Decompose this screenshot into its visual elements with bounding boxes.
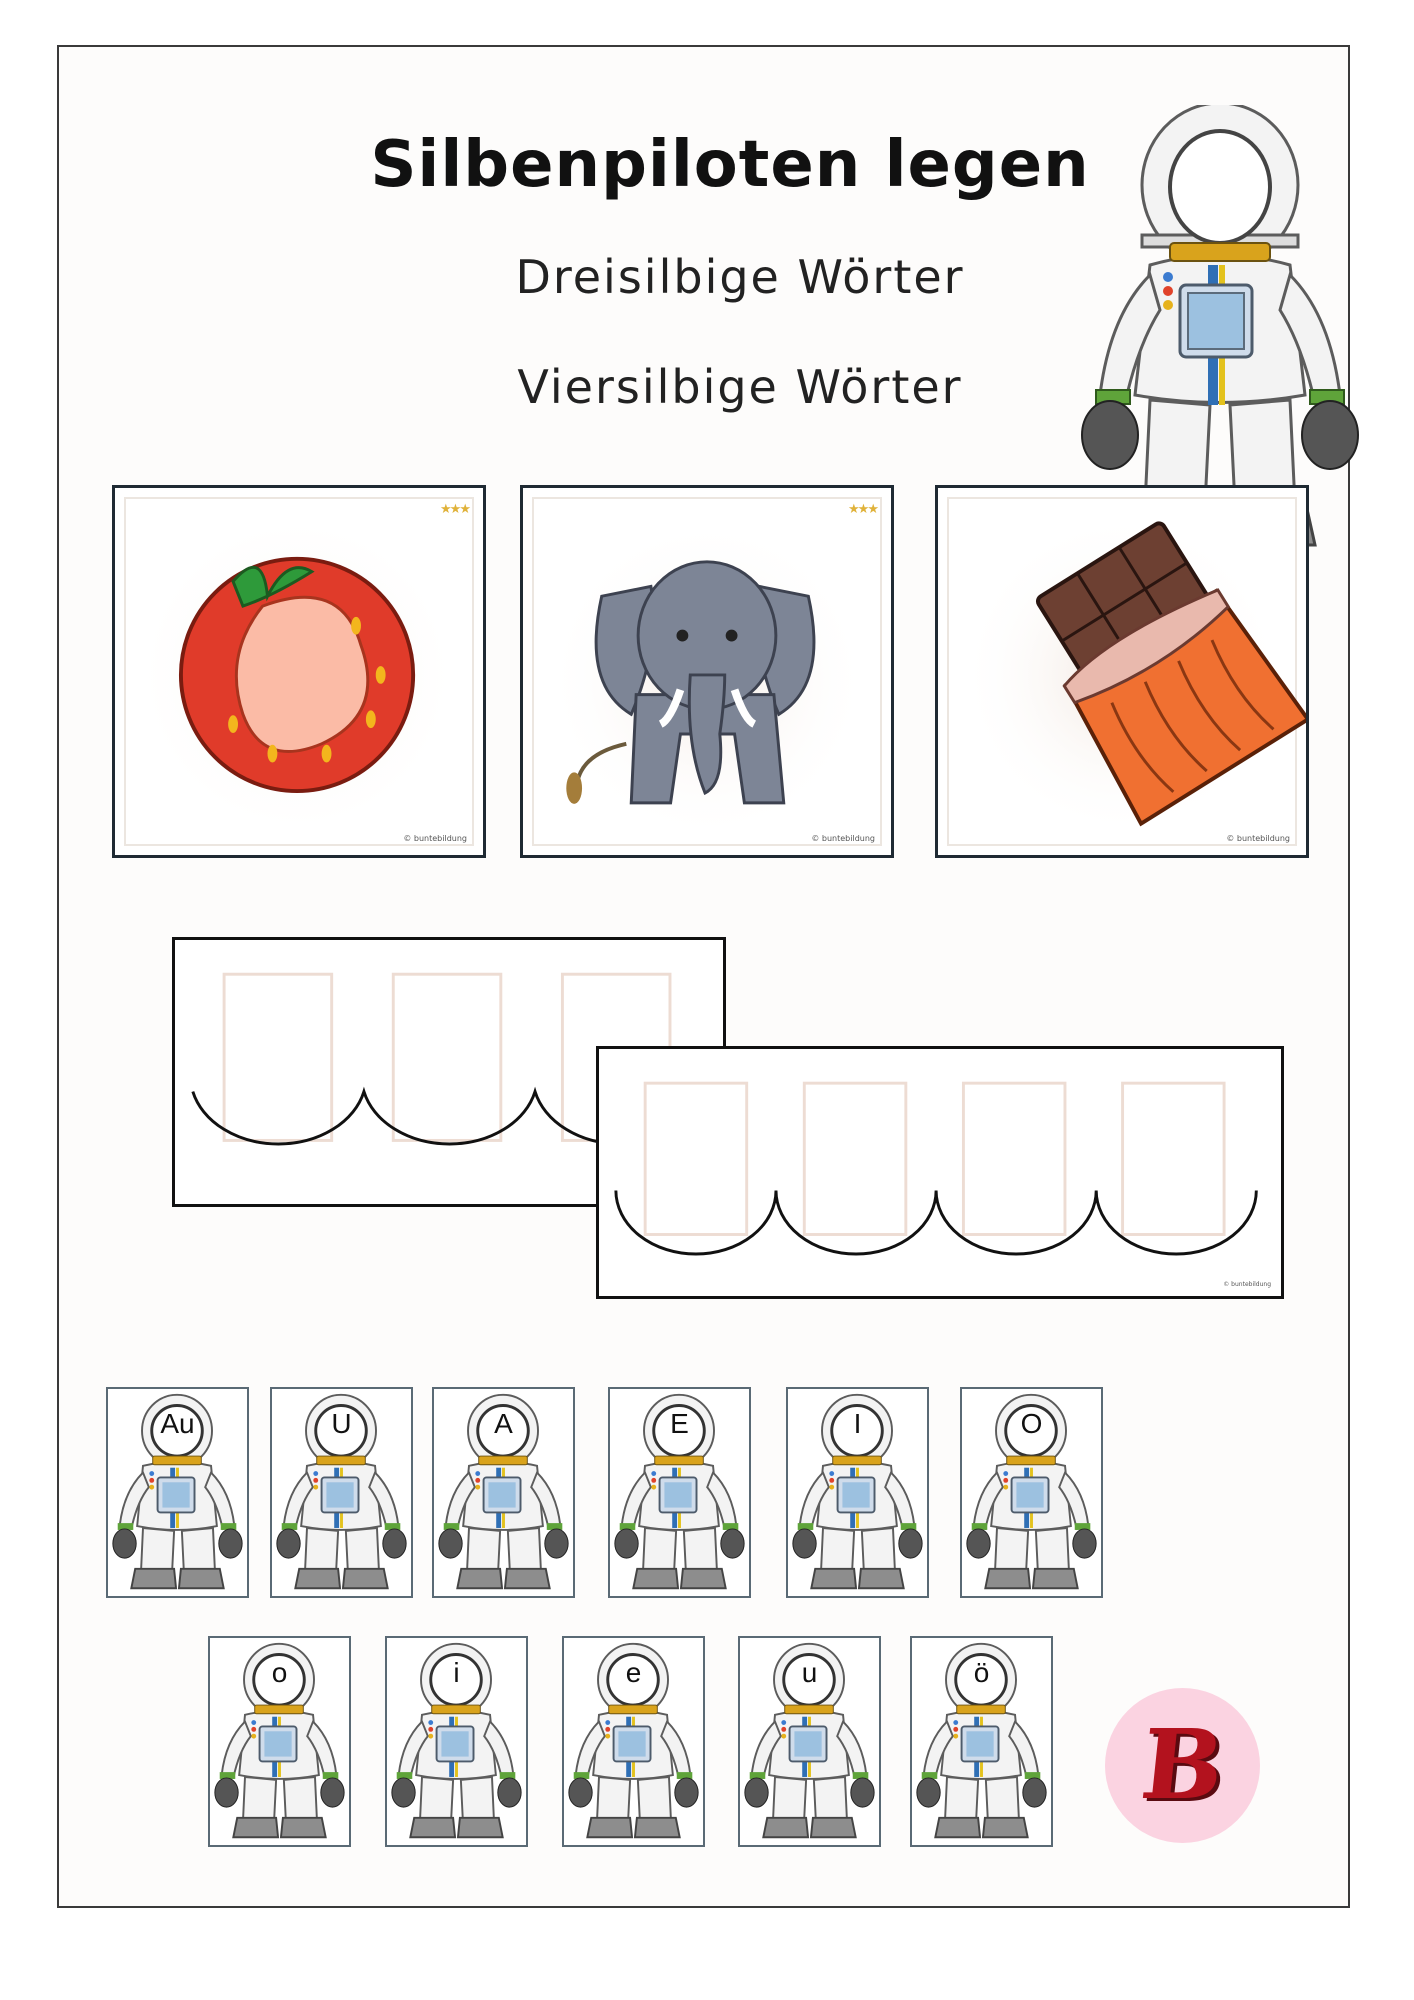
copyright-text: © buntebildung [1226, 834, 1290, 843]
syllable-pilot-card[interactable]: i [385, 1636, 528, 1847]
pilot-vowel-label: i [453, 1657, 460, 1688]
astronaut-icon [276, 1393, 407, 1590]
pilot-vowel-label: ö [973, 1657, 990, 1688]
syllable-pilot-card[interactable]: O [960, 1387, 1103, 1598]
pilot-vowel-label: I [853, 1408, 862, 1439]
astronaut-icon [214, 1642, 345, 1839]
syllable-pilot-card[interactable]: u [738, 1636, 881, 1847]
pilot-vowel-label: U [331, 1408, 352, 1439]
syllable-pilot-card[interactable]: o [208, 1636, 351, 1847]
copyright-text: © buntebildung [403, 834, 467, 843]
astronaut-icon [916, 1642, 1047, 1839]
picture-card-elephant[interactable]: ★★★ © buntebildung [520, 485, 894, 858]
pilot-vowel-label: e [625, 1657, 642, 1688]
astronaut-icon [614, 1393, 745, 1590]
syllable-pilot-card[interactable]: E [608, 1387, 751, 1598]
astronaut-illustration [1081, 105, 1359, 547]
astronaut-icon [391, 1642, 522, 1839]
pilot-vowel-label: A [494, 1408, 513, 1439]
syllable-pilot-card[interactable]: I [786, 1387, 929, 1598]
picture-card-chocolate[interactable]: © buntebildung [935, 485, 1309, 858]
copyright-text: © buntebildung [1223, 1281, 1271, 1288]
pilot-vowel-label: o [271, 1657, 288, 1688]
astronaut-icon [966, 1393, 1097, 1590]
astronaut-icon [744, 1642, 875, 1839]
pilot-vowel-label: Au [160, 1408, 195, 1439]
chocolate-icon [959, 512, 1306, 838]
copyright-text: © buntebildung [811, 834, 875, 843]
syllable-pilot-card[interactable]: e [562, 1636, 705, 1847]
astronaut-icon [438, 1393, 569, 1590]
subtitle-three-syllable: Dreisilbige Wörter [515, 250, 965, 304]
subtitle-four-syllable: Viersilbige Wörter [517, 360, 963, 414]
pilot-vowel-label: O [1020, 1408, 1043, 1439]
page-title: Silbenpiloten legen [370, 128, 1090, 202]
astronaut-icon [568, 1642, 699, 1839]
difficulty-stars: ★★★ [848, 502, 879, 517]
syllable-pilot-card[interactable]: ö [910, 1636, 1053, 1847]
pilot-vowel-label: E [670, 1408, 689, 1439]
syllable-pilot-card[interactable]: A [432, 1387, 575, 1598]
elephant-icon [544, 517, 870, 843]
difficulty-stars: ★★★ [440, 502, 471, 517]
badge-letter: B [1135, 1708, 1230, 1821]
syllable-pilot-card[interactable]: Au [106, 1387, 249, 1598]
astronaut-icon [792, 1393, 923, 1590]
syllable-arcs [614, 1081, 1258, 1256]
level-badge: B [1105, 1688, 1260, 1843]
pilot-vowel-label: u [801, 1657, 818, 1688]
syllable-board-four[interactable]: © buntebildung [596, 1046, 1284, 1299]
syllable-pilot-card[interactable]: U [270, 1387, 413, 1598]
tomato-icon [134, 512, 460, 838]
picture-card-tomato[interactable]: ★★★ © buntebildung [112, 485, 486, 858]
astronaut-icon [112, 1393, 243, 1590]
